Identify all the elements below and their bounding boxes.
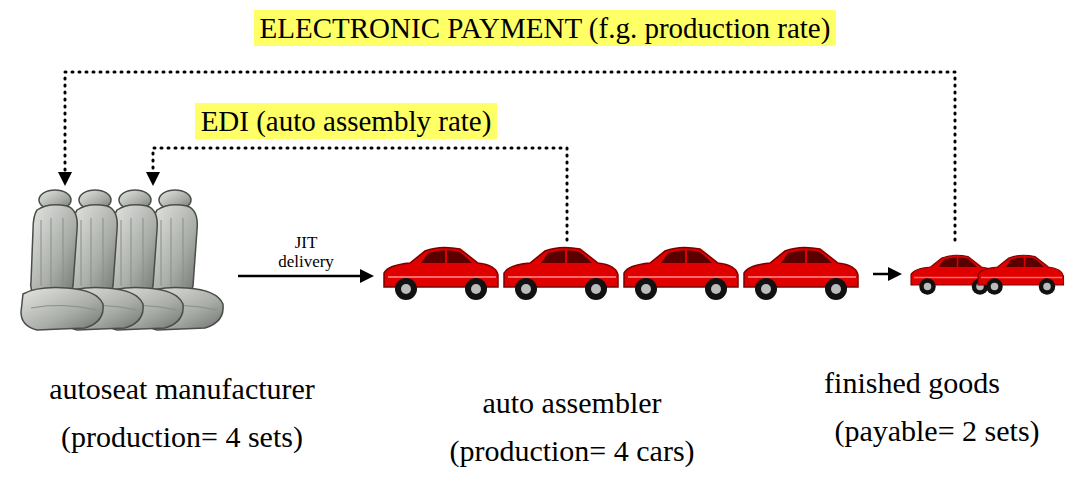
- car-icon: [504, 247, 618, 300]
- car-icon: [978, 255, 1064, 294]
- material-flow: [873, 267, 902, 281]
- arrow-head: [146, 172, 160, 186]
- flow-label: JIT delivery: [265, 233, 347, 271]
- information-flow: [58, 72, 955, 240]
- information-flow: [146, 148, 567, 240]
- connector-line: [153, 148, 567, 240]
- car-icon: [384, 247, 498, 300]
- highlighted-label: ELECTRONIC PAYMENT (f.g. production rate…: [254, 10, 837, 46]
- entity-node: autoseat manufacturer(production= 4 sets…: [15, 188, 230, 333]
- quantity-note: (payable= 2 sets): [834, 414, 1039, 448]
- arrow-head: [360, 269, 374, 283]
- material-flow: [238, 269, 374, 283]
- connector-line: [238, 275, 362, 278]
- connector-line: [873, 273, 890, 276]
- highlighted-label: EDI (auto assembly rate): [195, 103, 498, 139]
- entity-name: autoseat manufacturer: [49, 372, 315, 406]
- quantity-note: (production= 4 sets): [61, 420, 303, 454]
- entity-node: auto assembler(production= 4 cars): [380, 242, 865, 304]
- quantity-note: (production= 4 cars): [449, 434, 694, 468]
- connector-line: [65, 72, 955, 240]
- seat-icon: [21, 190, 103, 330]
- car-icon: [624, 247, 738, 300]
- entity-node: finished goods(payable= 2 sets): [908, 242, 1065, 304]
- arrow-head: [58, 172, 72, 186]
- entity-name: finished goods: [824, 366, 1000, 400]
- entity-name: auto assembler: [482, 386, 661, 420]
- arrow-head: [888, 267, 902, 281]
- car-icon: [744, 247, 858, 300]
